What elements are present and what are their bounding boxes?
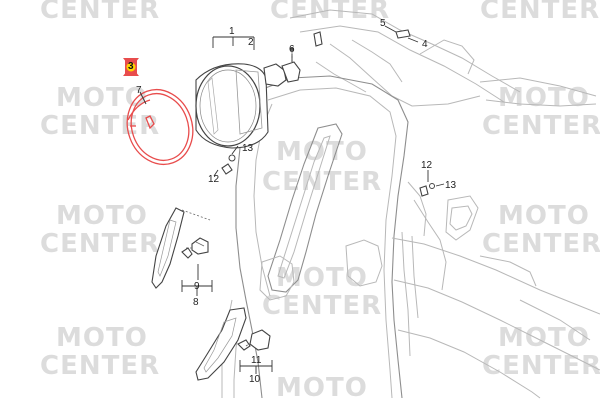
indicator-bulb-holder-upper[interactable] bbox=[181, 237, 209, 259]
indicator-bulb-holder-lower[interactable] bbox=[237, 329, 271, 351]
callout-8[interactable]: 8 bbox=[193, 297, 199, 308]
watermark-text: MOTO bbox=[498, 323, 590, 353]
callout-11[interactable]: 11 bbox=[251, 355, 262, 366]
highlight-marker bbox=[123, 58, 139, 76]
callout-7[interactable]: 7 bbox=[136, 85, 142, 96]
watermark-text: MOTO bbox=[276, 373, 368, 400]
callout-4[interactable]: 4 bbox=[422, 39, 428, 50]
nut-part-13a[interactable] bbox=[228, 154, 236, 162]
callout-labels: 1 2 3 4 5 6 7 8 9 10 11 12 12 13 13 bbox=[128, 18, 457, 385]
screw-part-5[interactable] bbox=[395, 29, 411, 39]
rim-outer-ring bbox=[126, 89, 194, 165]
screw-part-12b[interactable] bbox=[419, 185, 429, 197]
callout-2[interactable]: 2 bbox=[248, 37, 254, 48]
watermark-text: CENTER bbox=[40, 111, 160, 141]
headlight-reflector bbox=[195, 65, 261, 147]
watermark-text: CENTER bbox=[262, 167, 382, 197]
watermark-text: CENTER bbox=[262, 291, 382, 321]
watermark-text: CENTER bbox=[270, 0, 390, 25]
screw-part-2[interactable] bbox=[313, 31, 323, 47]
callout-13-left[interactable]: 13 bbox=[242, 143, 254, 154]
callout-12-left[interactable]: 12 bbox=[208, 174, 220, 185]
watermark-text: MOTO bbox=[56, 323, 148, 353]
hardware-screws[interactable] bbox=[221, 29, 435, 197]
watermark-text: MOTO bbox=[498, 201, 590, 231]
marker-dot bbox=[126, 62, 136, 72]
callout-10[interactable]: 10 bbox=[249, 374, 261, 385]
watermark-text: MOTO bbox=[56, 201, 148, 231]
nut-part-13b[interactable] bbox=[429, 183, 435, 189]
watermark-text: CENTER bbox=[40, 0, 160, 25]
callout-leaders bbox=[139, 25, 445, 374]
watermark-text: CENTER bbox=[482, 229, 600, 259]
bulb[interactable] bbox=[263, 47, 301, 87]
callout-5[interactable]: 5 bbox=[380, 18, 386, 29]
callout-6[interactable]: 6 bbox=[289, 44, 295, 55]
callout-9[interactable]: 9 bbox=[194, 281, 200, 292]
headlight-unit[interactable] bbox=[195, 63, 269, 149]
screw-part-12a[interactable] bbox=[221, 163, 233, 175]
watermark-text: CENTER bbox=[480, 0, 600, 25]
rim-lip bbox=[127, 99, 151, 121]
watermark-text: MOTO bbox=[56, 83, 148, 113]
callout-1[interactable]: 1 bbox=[229, 26, 235, 37]
callout-3[interactable]: 3 bbox=[128, 61, 134, 72]
lower-indicator[interactable] bbox=[195, 307, 247, 381]
left-indicator[interactable] bbox=[151, 207, 211, 289]
bulb-screw-marker bbox=[290, 47, 294, 51]
callout-12-right[interactable]: 12 bbox=[421, 160, 433, 171]
rim-clip bbox=[145, 115, 155, 130]
headlight-rim-highlighted[interactable] bbox=[117, 80, 203, 173]
watermark-text: CENTER bbox=[40, 351, 160, 381]
watermark-text: CENTER bbox=[482, 111, 600, 141]
callout-13-right[interactable]: 13 bbox=[445, 180, 457, 191]
watermark-text: CENTER bbox=[482, 351, 600, 381]
watermark-text: CENTER bbox=[40, 229, 160, 259]
rim-inner-ring bbox=[130, 92, 190, 162]
watermark-layer: CENTER CENTER CENTER MOTO CENTER MOTO CE… bbox=[40, 0, 600, 400]
